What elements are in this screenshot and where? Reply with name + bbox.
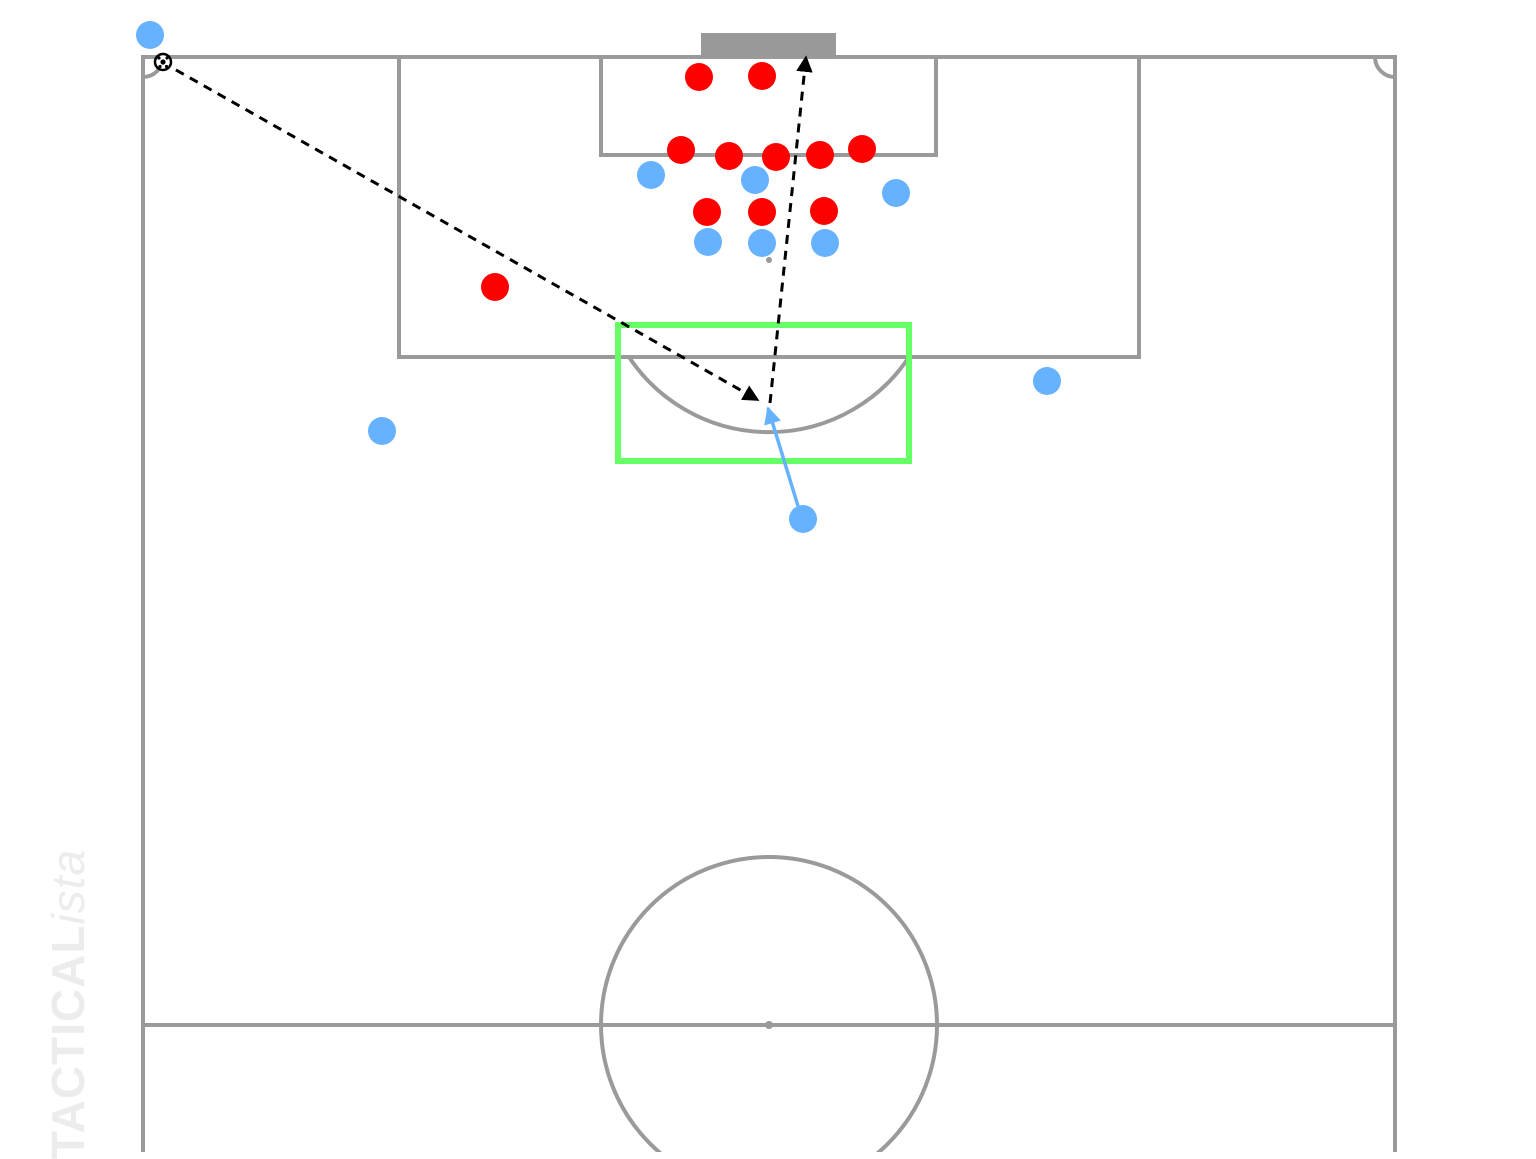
center-spot	[765, 1021, 773, 1029]
blue-player	[741, 166, 769, 194]
blue-player	[882, 179, 910, 207]
red-player	[748, 62, 776, 90]
blue-player	[368, 417, 396, 445]
red-player	[806, 141, 834, 169]
blue-team	[136, 21, 1061, 533]
red-player	[715, 142, 743, 170]
red-player	[762, 143, 790, 171]
goal	[701, 33, 836, 57]
watermark-suffix: ista	[42, 848, 94, 925]
corner-arc-right	[1373, 56, 1396, 79]
watermark-prefix: TACTICAL	[42, 924, 94, 1159]
penalty-arc	[627, 355, 911, 435]
blue-player	[136, 21, 164, 49]
cross-pass-arrow	[161, 60, 760, 402]
red-player	[810, 197, 838, 225]
blue-player	[637, 161, 665, 189]
red-player	[848, 135, 876, 163]
blue-player	[789, 505, 817, 533]
center-circle	[599, 855, 939, 1159]
red-player	[685, 63, 713, 91]
red-team	[481, 62, 876, 301]
red-player	[667, 136, 695, 164]
red-player	[693, 198, 721, 226]
penalty-spot	[766, 257, 772, 263]
shot-pass-arrow	[768, 55, 813, 404]
blue-player	[1033, 367, 1061, 395]
watermark-logo: TACTICALista	[41, 849, 95, 1159]
blue-player	[694, 228, 722, 256]
highlight-zone	[615, 322, 912, 464]
red-player	[481, 273, 509, 301]
soccer-ball-icon	[153, 52, 173, 72]
blue-player	[748, 229, 776, 257]
red-player	[748, 198, 776, 226]
player-run-arrow	[764, 406, 800, 507]
blue-player	[811, 229, 839, 257]
